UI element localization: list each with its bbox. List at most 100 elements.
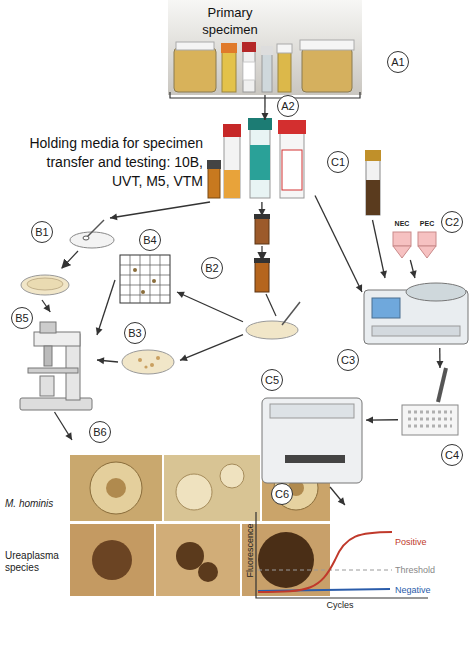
specimen-photo [242, 42, 256, 52]
colony-micrographs [164, 455, 260, 521]
flow-arrow [97, 357, 118, 364]
stage-node: C1 [355, 145, 390, 220]
holding-media-tubes [280, 132, 304, 198]
specimen-photo [243, 62, 255, 80]
arrow-head [43, 304, 50, 312]
arrow-line [330, 487, 345, 505]
specimen-photo [174, 48, 216, 92]
pipette-plate [402, 368, 458, 435]
organism-label: Ureaplasma species [5, 550, 67, 574]
flow-arrow [373, 220, 387, 278]
callout-number: B2 [201, 257, 223, 279]
arrow-line [110, 202, 210, 218]
counting-grid [120, 255, 170, 303]
flow-arrow [180, 335, 243, 361]
callout-number: C3 [337, 349, 359, 371]
specimen-label: Primary specimen [180, 4, 280, 38]
control-tubes [418, 246, 436, 258]
direct-culture [86, 220, 104, 238]
arrow-line [373, 220, 386, 278]
specimen-photo [302, 48, 352, 92]
arrow-line [261, 202, 262, 216]
arrow-head [261, 113, 268, 120]
specimen-photo [168, 0, 362, 95]
colony-plate [156, 356, 160, 360]
microscope [40, 322, 56, 333]
stage-node: B1 [18, 218, 118, 300]
axis-label: Cycles [305, 600, 375, 611]
pipette-plate [408, 412, 452, 426]
microscope [20, 322, 92, 410]
arrow-head [65, 432, 72, 440]
specimen-photo [221, 43, 237, 53]
arrow-line [42, 300, 50, 312]
curve-label: Threshold [395, 565, 440, 576]
pcr-instrument [270, 404, 354, 418]
callout-number: C4 [441, 444, 463, 466]
counting-grid [141, 290, 145, 294]
arrow-head [380, 270, 387, 278]
media-label: Holding media for specimen transfer and … [15, 134, 203, 191]
callout-number: B3 [124, 322, 146, 344]
arrow-head [96, 327, 103, 335]
holding-media-tubes [282, 150, 302, 190]
microscope [28, 368, 78, 373]
holding-media-tubes [224, 170, 240, 198]
arrow-line [177, 292, 243, 322]
bracket [170, 92, 360, 98]
pcr-instrument [262, 398, 362, 483]
specimen-photo [262, 54, 272, 92]
callout-number: C2 [441, 211, 463, 233]
holding-media-tubes [207, 160, 221, 169]
stage-node: C2NECPEC [388, 212, 465, 260]
specimen-photo [243, 50, 255, 92]
sample-tube [366, 160, 380, 215]
amplification-chart [258, 532, 392, 592]
extraction-instrument [406, 283, 466, 301]
extraction-instrument [372, 326, 460, 336]
extraction-instrument [372, 298, 400, 318]
sample-tube [365, 150, 381, 161]
counting-grid [152, 279, 156, 283]
specimen-photo [176, 42, 214, 50]
organism-label: M. hominis [5, 498, 67, 510]
arrow-line [366, 419, 398, 421]
pipette-plate [402, 405, 458, 435]
broth-culture [255, 218, 269, 244]
arrow-line [97, 360, 118, 362]
holding-media-tubes [248, 118, 272, 130]
stage-node: Holding media for specimen transfer and … [15, 120, 315, 202]
arrow-line [410, 260, 415, 278]
microscope [40, 376, 54, 396]
specimen-photo [261, 46, 273, 55]
microscope [44, 346, 52, 366]
stage-node: B5 [12, 312, 97, 412]
tube-label: PEC [415, 220, 439, 228]
control-tubes [418, 232, 436, 246]
colony-micrographs [92, 540, 132, 580]
broth-culture [246, 214, 300, 339]
stage-node: B4 [115, 228, 177, 308]
holding-media-tubes [224, 135, 240, 198]
colony-micrographs [258, 532, 314, 588]
counting-grid [120, 255, 170, 303]
flow-arrow [110, 202, 210, 220]
arrow-line [264, 95, 265, 120]
flow-arrow [55, 412, 72, 440]
specimen-photo [278, 52, 291, 92]
direct-culture [21, 275, 69, 295]
sample-tube [366, 180, 380, 215]
arrow-head [177, 292, 185, 298]
stage-node: C3 [362, 278, 470, 348]
amplification-chart [258, 589, 390, 591]
callout-number: A1 [387, 51, 409, 73]
arrow-line [97, 280, 115, 335]
callout-number: A2 [277, 95, 299, 117]
broth-culture [282, 302, 300, 325]
callout-number: C6 [271, 483, 293, 505]
callout-number: B1 [31, 221, 53, 243]
colony-plate [150, 363, 154, 367]
microscope [20, 398, 92, 410]
